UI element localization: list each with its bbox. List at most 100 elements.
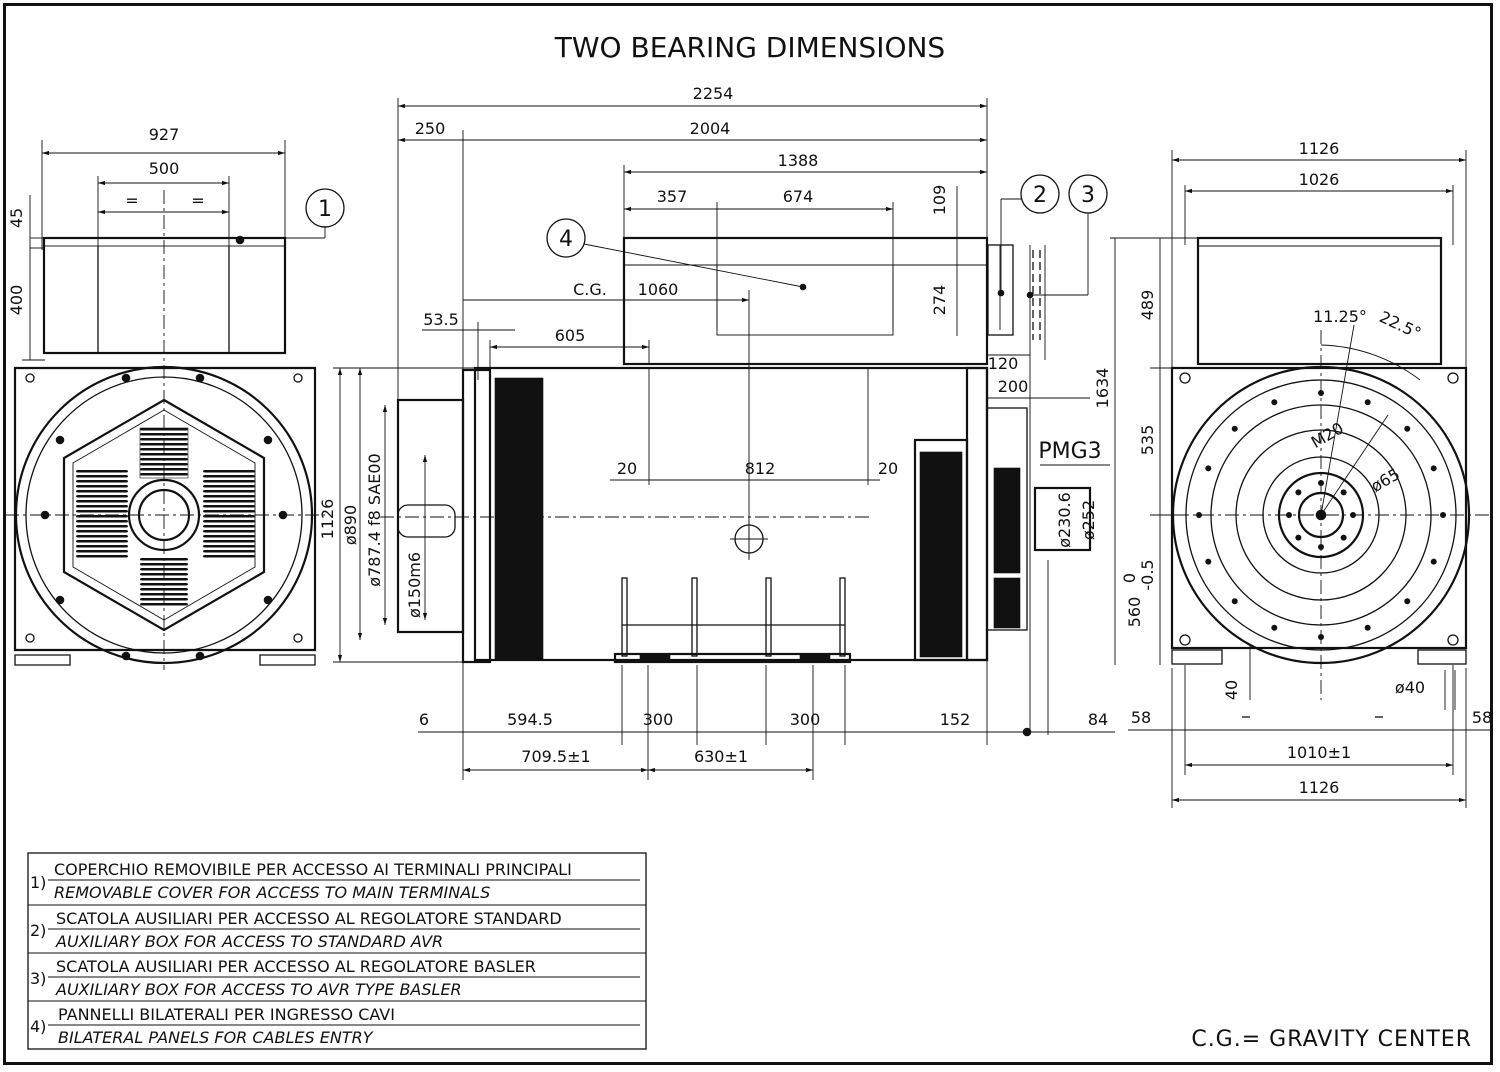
vent-slat xyxy=(203,530,255,533)
vent-slat xyxy=(203,515,255,518)
vent-slat xyxy=(140,603,188,606)
vent-slat xyxy=(140,578,188,581)
flange-bolt xyxy=(1271,399,1278,406)
dim-dia-230: ø230.6 xyxy=(1055,492,1074,548)
dim-500: 500 xyxy=(149,159,180,178)
vent-slat xyxy=(76,545,128,548)
dim-812: 812 xyxy=(745,459,776,478)
flange-bolt xyxy=(1318,634,1324,640)
flange-bolt xyxy=(1404,425,1411,432)
vent-slat xyxy=(140,428,188,431)
hub-bolt xyxy=(1318,544,1324,550)
gravity-center-note: C.G.= GRAVITY CENTER xyxy=(1191,1027,1472,1052)
vent-slat xyxy=(203,520,255,523)
hub-bolt xyxy=(1350,512,1356,518)
vent-slat xyxy=(203,505,255,508)
vent-slat xyxy=(140,563,188,566)
dim-58-right: 58 xyxy=(1472,708,1492,727)
vent-slat xyxy=(76,525,128,528)
dim-400: 400 xyxy=(7,285,26,316)
dim-709-5: 709.5±1 xyxy=(521,747,590,766)
dim-1634: 1634 xyxy=(1093,368,1112,409)
legend-en-3: AUXILIARY BOX FOR ACCESS TO AVR TYPE BAS… xyxy=(55,980,462,999)
flange-bolt xyxy=(1404,598,1411,605)
vent-slat xyxy=(76,535,128,538)
vent-slat xyxy=(76,495,128,498)
angle-11-25: 11.25° xyxy=(1313,307,1367,326)
dim-250: 250 xyxy=(415,119,446,138)
dim-dia-40: ø40 xyxy=(1395,678,1425,697)
dim-300-b: 300 xyxy=(790,710,821,729)
dim-560: 560 xyxy=(1125,597,1144,628)
dim-605: 605 xyxy=(555,326,586,345)
vent-slat xyxy=(203,555,255,558)
vent-slat xyxy=(76,515,128,518)
dim-1126-top: 1126 xyxy=(1299,139,1340,158)
flange-bolt xyxy=(1196,512,1202,518)
vent-slat xyxy=(203,495,255,498)
dim-45: 45 xyxy=(7,208,26,228)
dim-489: 489 xyxy=(1138,290,1157,321)
hub-bolt xyxy=(1340,534,1347,541)
flange-bolt xyxy=(1430,558,1437,565)
dim-630: 630±1 xyxy=(694,747,748,766)
angle-22-5: 22.5° xyxy=(1377,307,1425,343)
dim-dia-890: ø890 xyxy=(341,505,360,545)
cg-label: C.G. xyxy=(573,280,607,299)
hub-bolt xyxy=(1286,512,1292,518)
thread-m20: M20 xyxy=(1308,418,1347,452)
dim-1126-bottom: 1126 xyxy=(1299,778,1340,797)
flange-bolt xyxy=(1364,399,1371,406)
vent-slat xyxy=(203,470,255,473)
legend-it-4: PANNELLI BILATERALI PER INGRESSO CAVI xyxy=(58,1005,395,1024)
dim-dia-150: ø150m6 xyxy=(405,552,424,618)
legend-it-3: SCATOLA AUSILIARI PER ACCESSO AL REGOLAT… xyxy=(56,957,536,976)
dim-2254: 2254 xyxy=(693,84,734,103)
vent-slat xyxy=(203,545,255,548)
legend-en-4: BILATERAL PANELS FOR CABLES ENTRY xyxy=(58,1028,374,1047)
dim-1026: 1026 xyxy=(1299,170,1340,189)
dim-dia-787: ø787.4 f8 SAE00 xyxy=(365,453,384,586)
flange-bolt xyxy=(1205,465,1212,472)
flange-bolt xyxy=(1430,465,1437,472)
vent-slat xyxy=(76,490,128,493)
dim-300-a: 300 xyxy=(643,710,674,729)
dim-594-5: 594.5 xyxy=(507,710,553,729)
legend-num-1: 1) xyxy=(30,873,46,892)
dim-58-left: 58 xyxy=(1131,708,1151,727)
vent-slat xyxy=(76,510,128,513)
dim-109: 109 xyxy=(930,185,949,216)
side-view: 2254 250 2004 1388 357 674 109 274 4 C.G… xyxy=(318,84,1116,780)
legend-table: 1) COPERCHIO REMOVIBILE PER ACCESSO AI T… xyxy=(27,852,647,1050)
vent-slat xyxy=(203,510,255,513)
legend-en-1: REMOVABLE COVER FOR ACCESS TO MAIN TERMI… xyxy=(54,883,490,902)
legend-en-2: AUXILIARY BOX FOR ACCESS TO STANDARD AVR xyxy=(55,932,443,951)
vent-slat xyxy=(140,438,188,441)
vent-slat xyxy=(203,485,255,488)
legend-num-2: 2) xyxy=(30,921,46,940)
callout-4: 4 xyxy=(559,227,573,252)
dim-20-left: 20 xyxy=(617,459,637,478)
hub-bolt xyxy=(1295,534,1302,541)
dim-1010: 1010±1 xyxy=(1287,743,1351,762)
vent-slat xyxy=(76,520,128,523)
dim-equal-right: = xyxy=(191,191,204,210)
flange-bolt xyxy=(1364,624,1371,631)
dim-1126-height: 1126 xyxy=(318,499,337,540)
vent-slat xyxy=(76,505,128,508)
callout-3: 3 xyxy=(1081,183,1095,208)
flange-bolt xyxy=(1271,624,1278,631)
drawing-frame xyxy=(3,3,1493,1065)
vent-slat xyxy=(203,535,255,538)
dim-2004: 2004 xyxy=(690,119,731,138)
dim-274: 274 xyxy=(930,285,949,316)
right-end-view: 1126 1026 489 535 0 -0.5 560 xyxy=(1110,139,1492,808)
dim-120: 120 xyxy=(988,354,1019,373)
dim-dia-65: ø65 xyxy=(1367,464,1403,496)
legend-num-4: 4) xyxy=(30,1017,46,1036)
dim-535: 535 xyxy=(1138,425,1157,456)
dim-6: 6 xyxy=(419,710,429,729)
vent-slat xyxy=(76,555,128,558)
drawing-title: TWO BEARING DIMENSIONS xyxy=(554,31,945,64)
